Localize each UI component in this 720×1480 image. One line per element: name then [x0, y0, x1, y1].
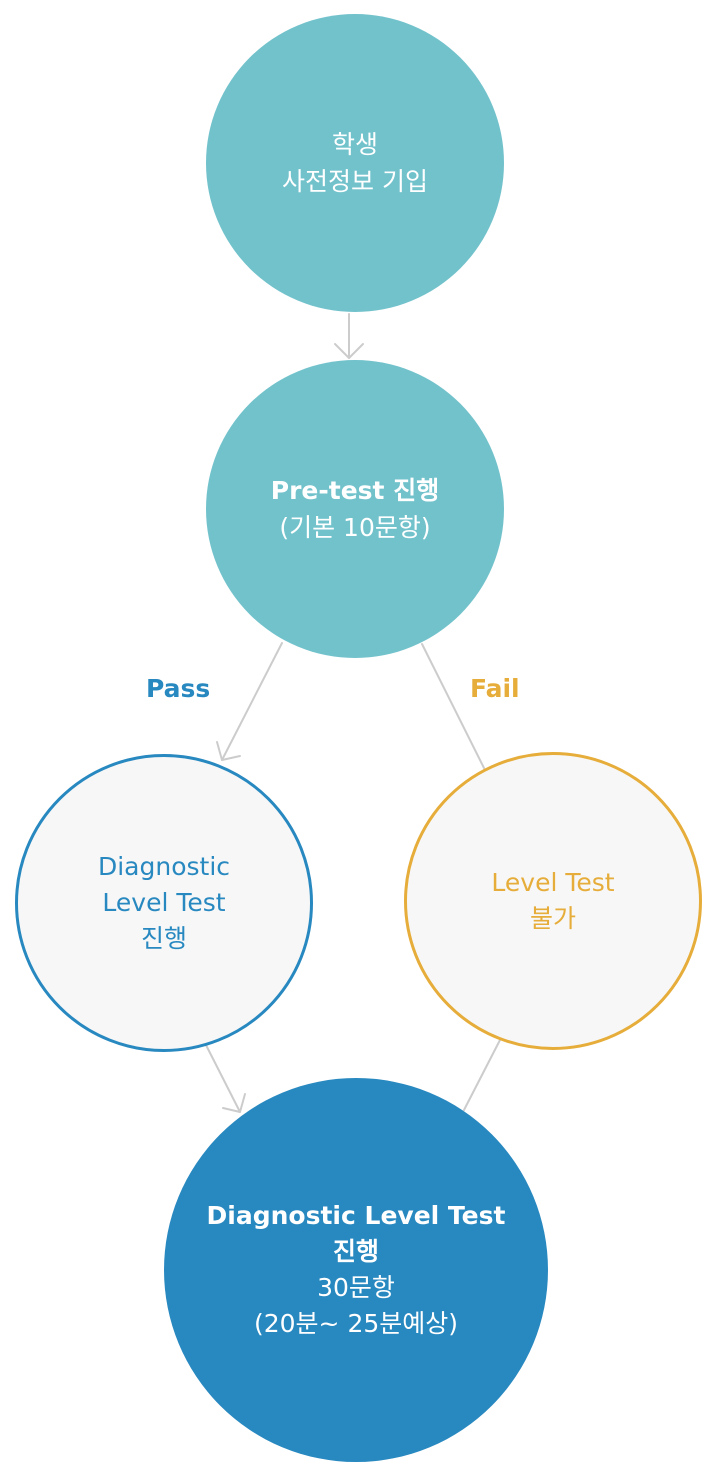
arrowhead-final	[222, 1093, 246, 1113]
connector-diagnostic-to-final	[205, 1044, 241, 1113]
node-final-subtitle: 진행	[332, 1237, 379, 1266]
node-diagnostic-line3: 진행	[140, 924, 187, 953]
arrowhead-diagnostic	[216, 741, 241, 761]
node-diagnostic-line1: Diagnostic	[97, 852, 231, 881]
node-final-duration: (20분~ 25분예상)	[253, 1309, 459, 1338]
node-student-info: 학생 사전정보 기입	[206, 14, 504, 312]
node-fail-line2: 불가	[529, 904, 576, 933]
node-student-info-line1: 학생	[331, 130, 378, 159]
node-pretest: Pre-test 진행 (기본 10문항)	[206, 360, 504, 658]
node-final-title: Diagnostic Level Test	[206, 1201, 506, 1230]
node-fail-line1: Level Test	[491, 868, 615, 897]
node-pretest-title: Pre-test 진행	[270, 476, 440, 505]
connector-pretest-to-fail	[421, 643, 485, 769]
node-final-question-count: 30문항	[317, 1273, 395, 1302]
node-student-info-line2: 사전정보 기입	[282, 167, 428, 196]
connector-fail-to-final	[463, 1039, 501, 1111]
arrowhead-pretest	[334, 343, 364, 359]
node-pretest-subtitle: (기본 10문항)	[279, 513, 431, 542]
node-diagnostic-level-test: Diagnostic Level Test 진행	[15, 754, 313, 1052]
node-final-diagnostic-test: Diagnostic Level Test 진행 30문항 (20분~ 25분예…	[164, 1078, 548, 1462]
edge-label-fail: Fail	[470, 674, 520, 703]
edge-label-pass: Pass	[146, 674, 211, 703]
connector-pretest-to-diagnostic	[221, 642, 283, 761]
node-diagnostic-line2: Level Test	[102, 888, 226, 917]
node-level-test-unavailable: Level Test 불가	[404, 752, 702, 1050]
